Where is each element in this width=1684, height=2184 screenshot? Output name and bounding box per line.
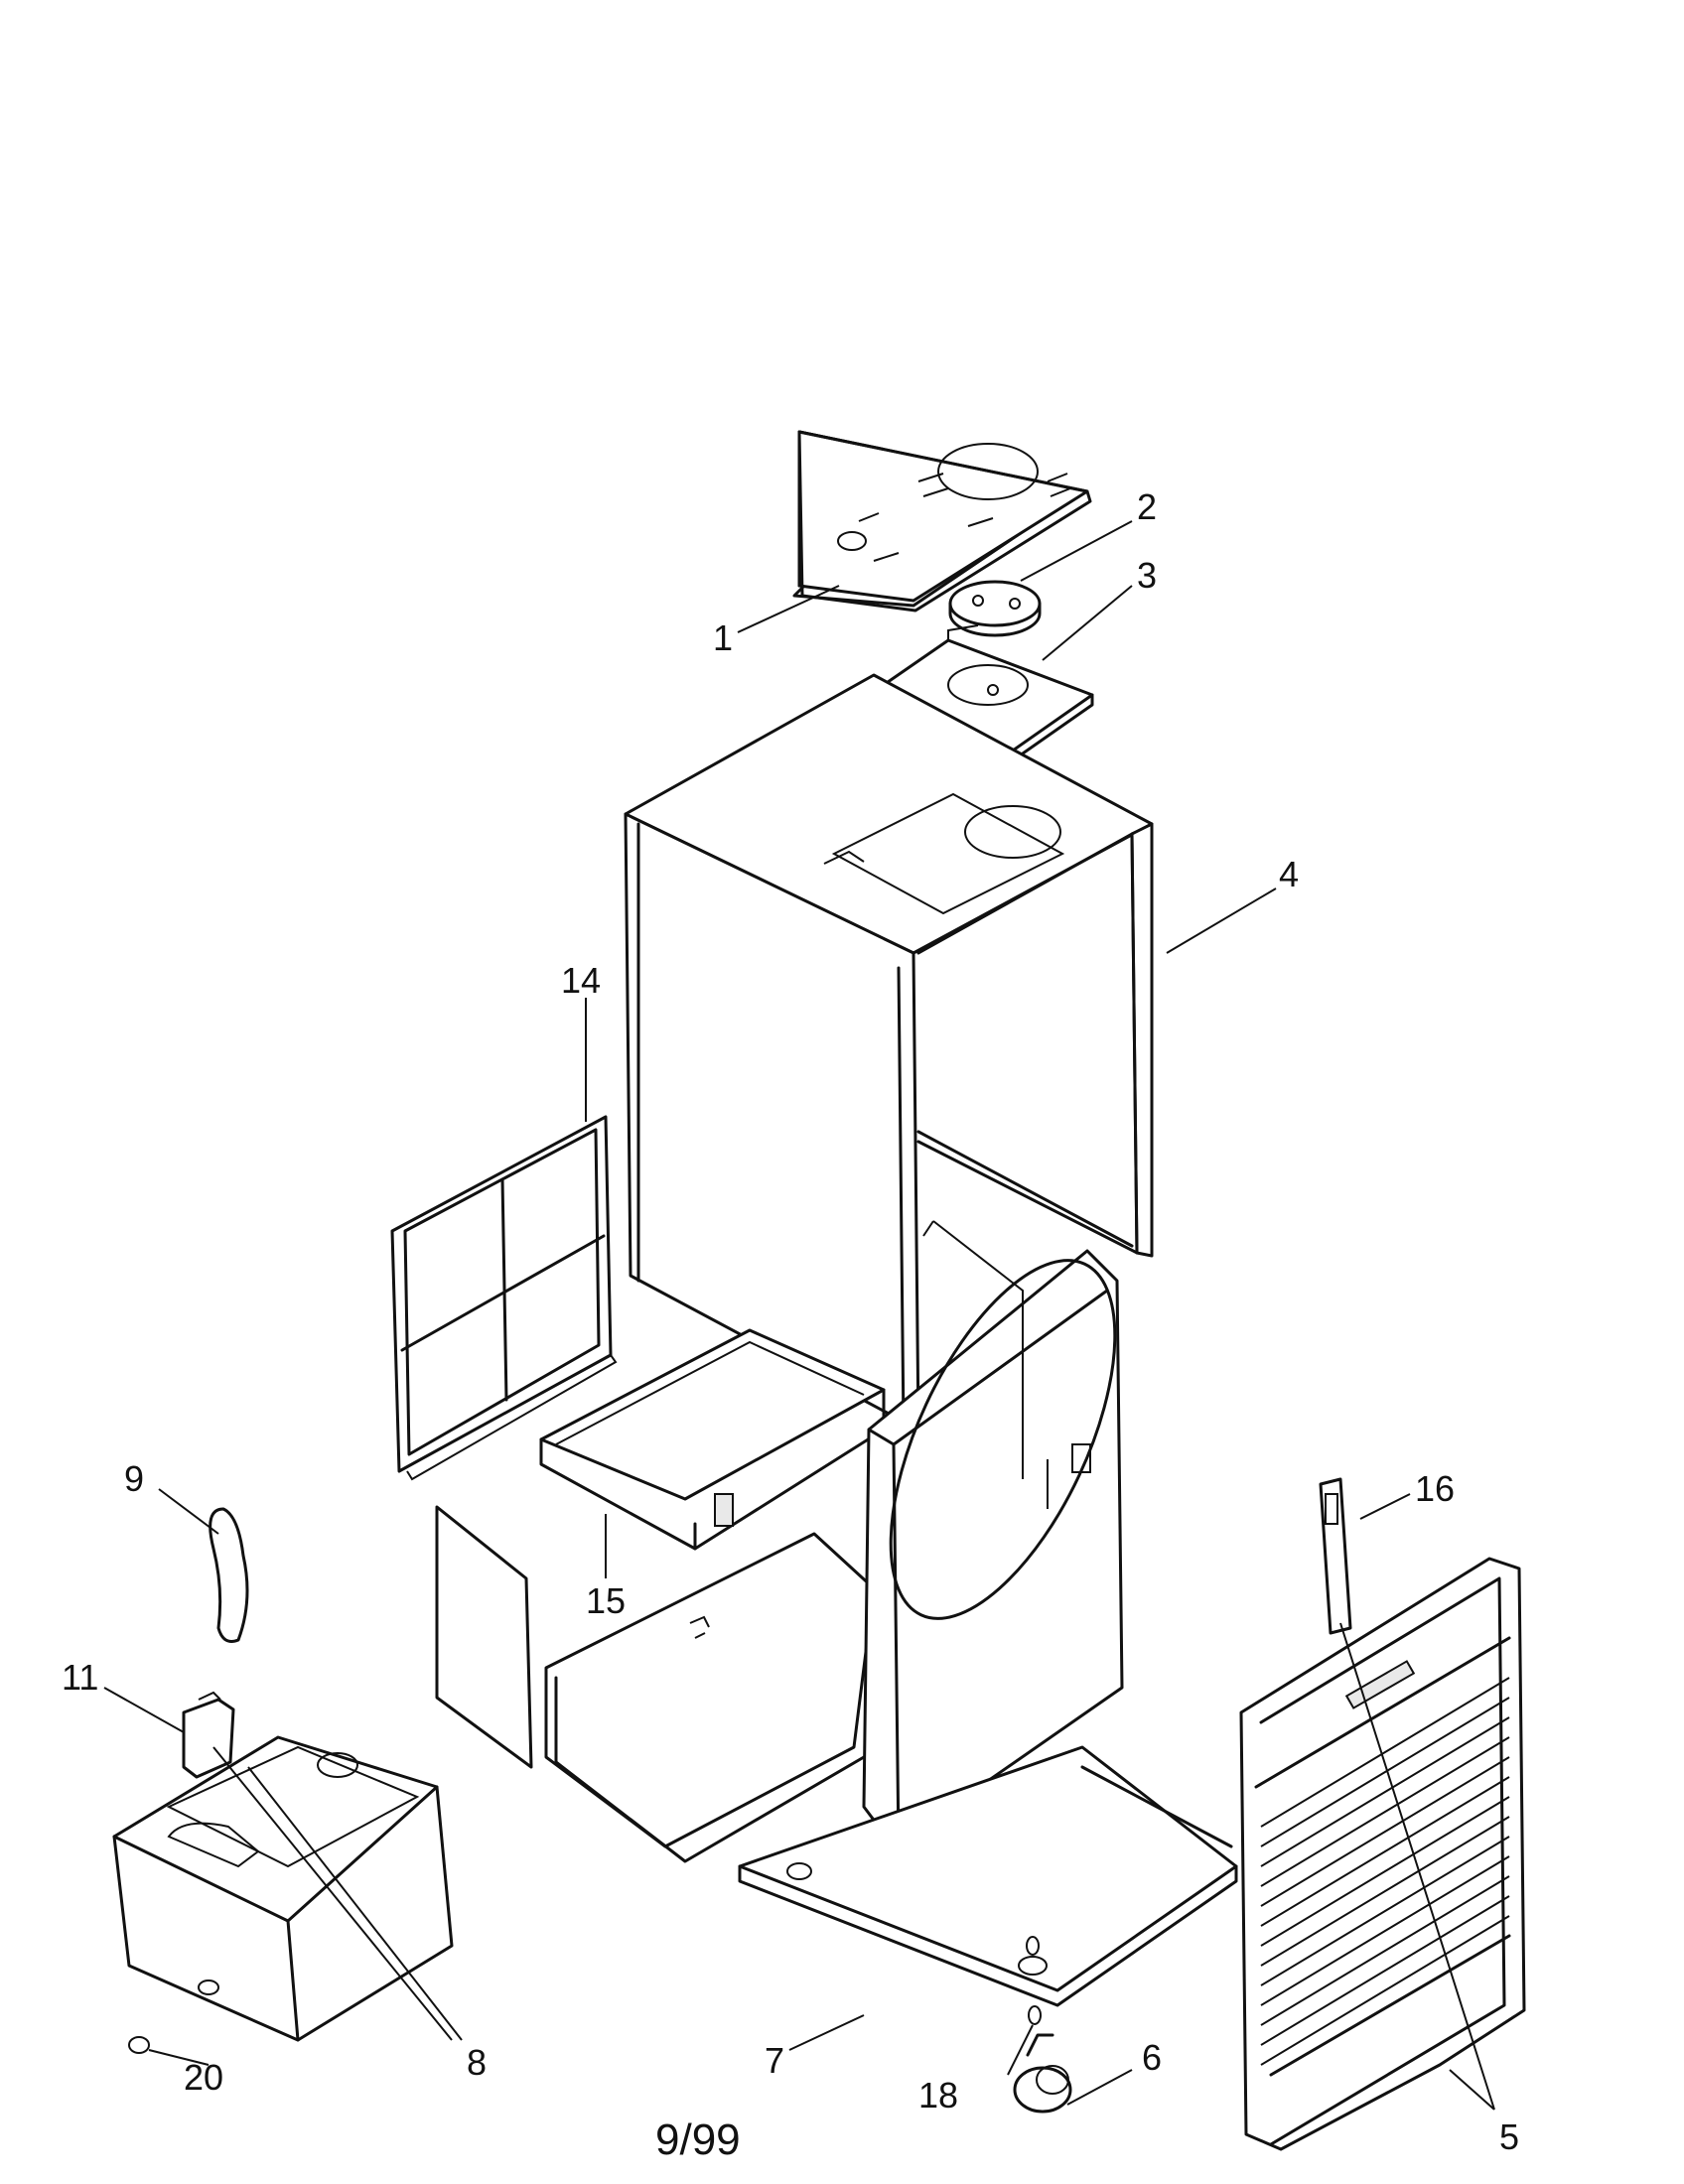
part-18-screw [1028, 2005, 1042, 2025]
callout-11: 11 [62, 1657, 98, 1698]
water-bucket [112, 1735, 454, 2042]
part-5-front-panel [1239, 1557, 1526, 2151]
callout-18: 18 [918, 2075, 958, 2116]
callout-15: 15 [586, 1580, 626, 1621]
callout-4: 4 [1279, 854, 1299, 894]
part-20-plug [128, 2036, 150, 2054]
callout-6: 6 [1142, 2037, 1162, 2078]
revision-date: 9/99 [655, 2116, 741, 2164]
callout-labels: 1 2 3 4 5 6 7 8 9 11 14 15 16 18 20 [62, 486, 1519, 2157]
leader-lines [103, 520, 1495, 2111]
part-16-clip [1319, 1477, 1352, 1635]
callout-14: 14 [561, 960, 601, 1001]
part-1-top-cover [792, 430, 1092, 613]
callout-2: 2 [1137, 486, 1157, 527]
callout-9: 9 [124, 1458, 144, 1499]
callout-7: 7 [765, 2040, 784, 2081]
inner-partition [435, 1505, 876, 1863]
callout-20: 20 [184, 2057, 223, 2098]
callout-5: 5 [1499, 2116, 1519, 2157]
callout-16: 16 [1415, 1468, 1455, 1509]
callout-3: 3 [1137, 555, 1157, 596]
part-4-cabinet-shell [624, 673, 1154, 1432]
part-9-hanger [209, 1507, 249, 1643]
callout-1: 1 [713, 617, 733, 658]
part-11-float [182, 1691, 235, 1779]
part-2-disc [948, 580, 1042, 637]
part-7-base-plate [738, 1745, 1238, 2007]
part-6-caster [1013, 2033, 1072, 2114]
part-14-filter [390, 1115, 618, 1481]
fan-housing [862, 1220, 1124, 1848]
callout-8: 8 [467, 2042, 487, 2083]
